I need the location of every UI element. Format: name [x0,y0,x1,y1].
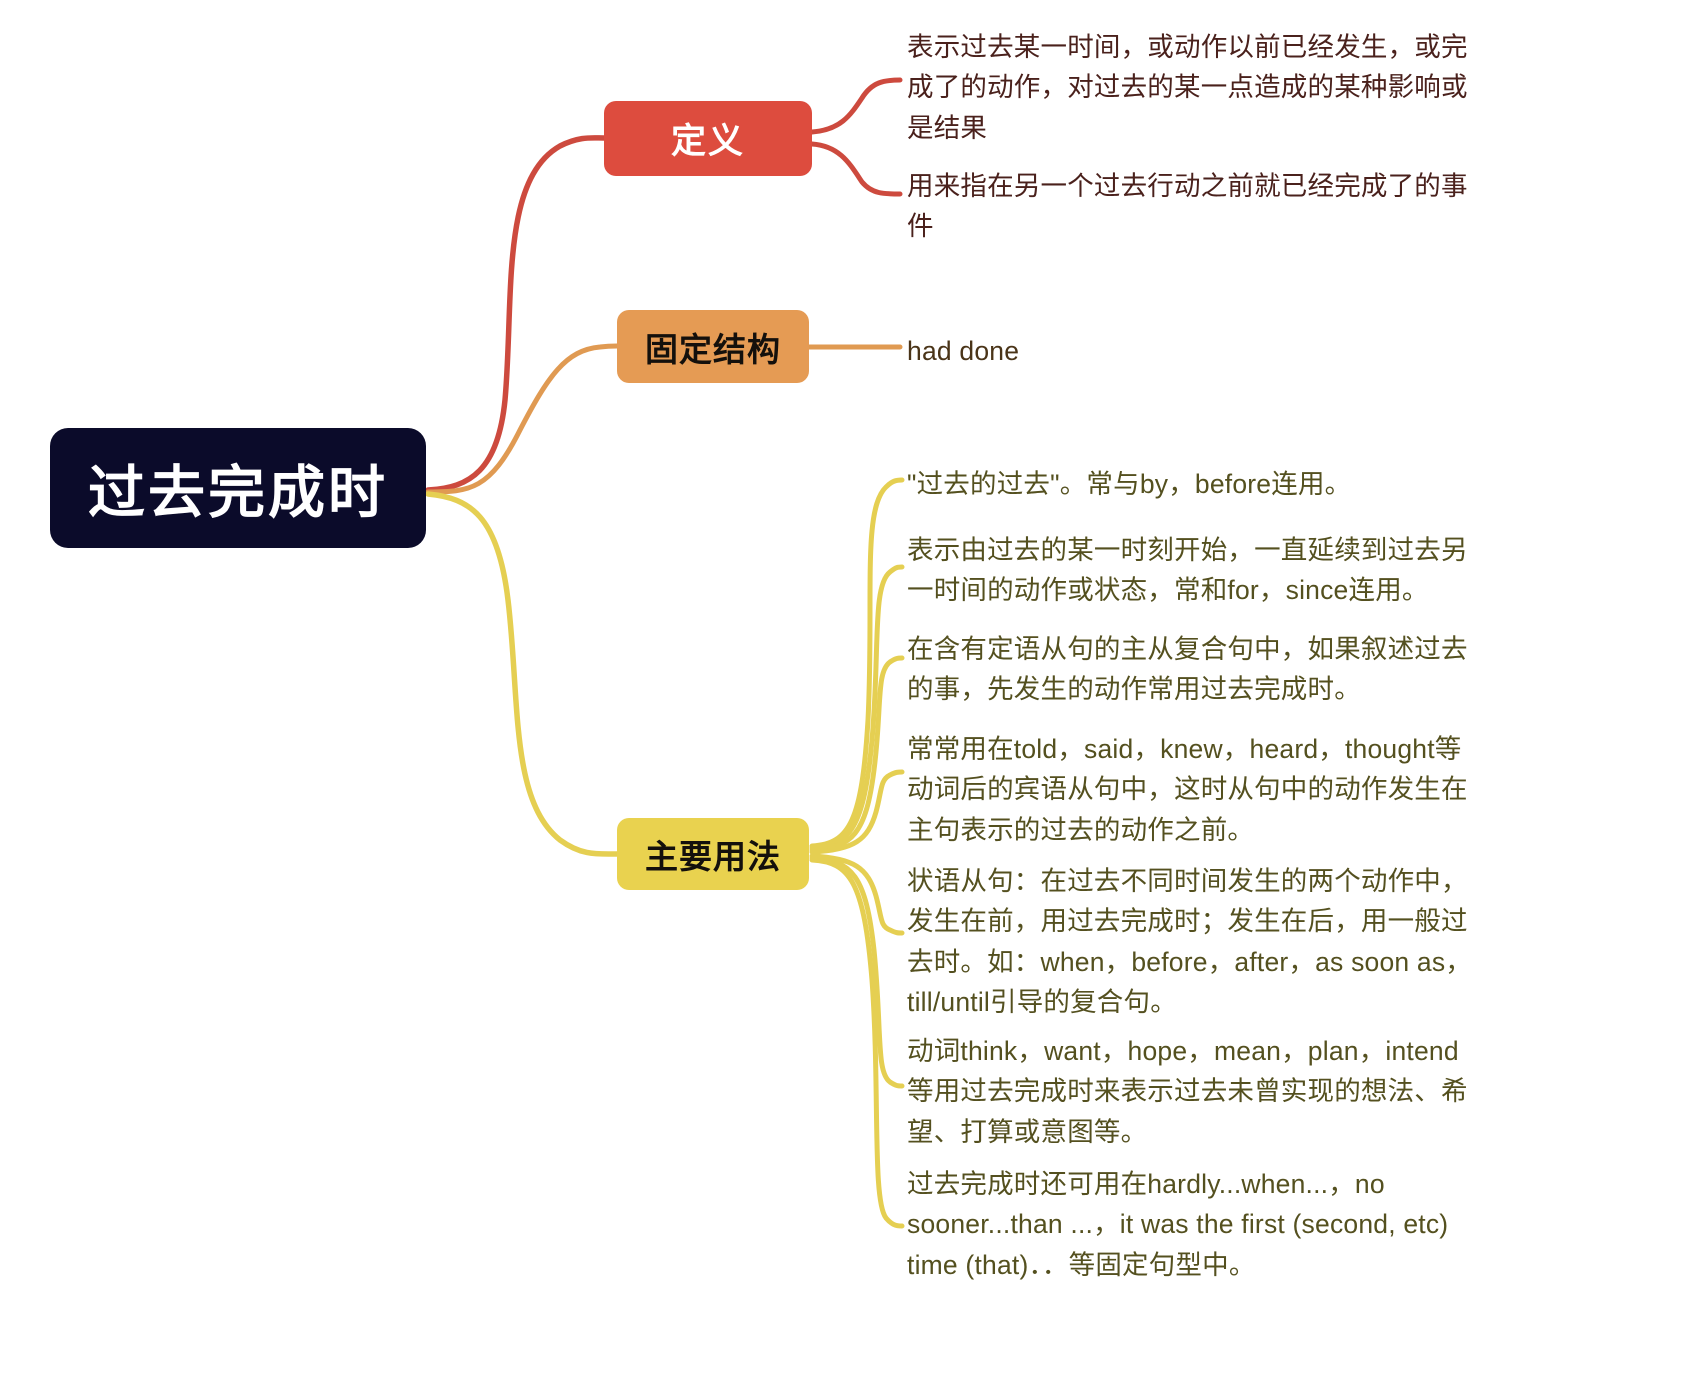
link-root-definition [425,135,607,493]
leaf-usage-5[interactable]: 动词think，want，hope，mean，plan，intend等用过去完成… [907,1036,1468,1147]
leaf-usage-6[interactable]: 过去完成时还可用在hardly...when...，no sooner...th… [907,1169,1449,1280]
link-usage-leaf-6 [809,857,905,1229]
link-definition-leaf-1 [809,141,903,197]
leaf-usage-0[interactable]: "过去的过去"。常与by，before连用。 [907,469,1352,499]
leaf-definition-0[interactable]: 表示过去某一时间，或动作以前已经发生，或完成了的动作，对过去的某一点造成的某种影… [907,32,1468,143]
link-root-usage [425,491,620,857]
link-usage-leaf-5 [809,855,905,1089]
leaf-usage-4[interactable]: 状语从句：在过去不同时间发生的两个动作中，发生在前，用过去完成时；发生在后，用一… [907,866,1472,1017]
leaf-usage-3[interactable]: 常常用在told，said，knew，heard，thought等动词后的宾语从… [907,734,1468,845]
leaf-structure-0[interactable]: had done [907,336,1020,366]
leaf-usage-2[interactable]: 在含有定语从句的主从复合句中，如果叙述过去的事，先发生的动作常用过去完成时。 [907,634,1468,705]
link-definition-leaf-0 [809,77,903,135]
leaf-usage-1[interactable]: 表示由过去的某一时刻开始，一直延续到过去另一时间的动作或状态，常和for，sin… [907,535,1468,606]
branch-node-usage[interactable]: 主要用法 [617,818,809,890]
link-usage-leaf-2 [809,655,905,853]
link-root-structure [425,343,620,495]
link-usage-leaf-1 [809,564,905,851]
link-usage-leaf-4 [809,853,905,936]
root-node[interactable]: 过去完成时 [50,428,426,548]
branch-node-definition[interactable]: 定义 [604,101,812,176]
leaf-definition-1[interactable]: 用来指在另一个过去行动之前就已经完成了的事件 [907,171,1468,242]
link-usage-leaf-0 [809,477,905,849]
branch-node-structure[interactable]: 固定结构 [617,310,809,383]
link-usage-leaf-3 [809,769,905,855]
